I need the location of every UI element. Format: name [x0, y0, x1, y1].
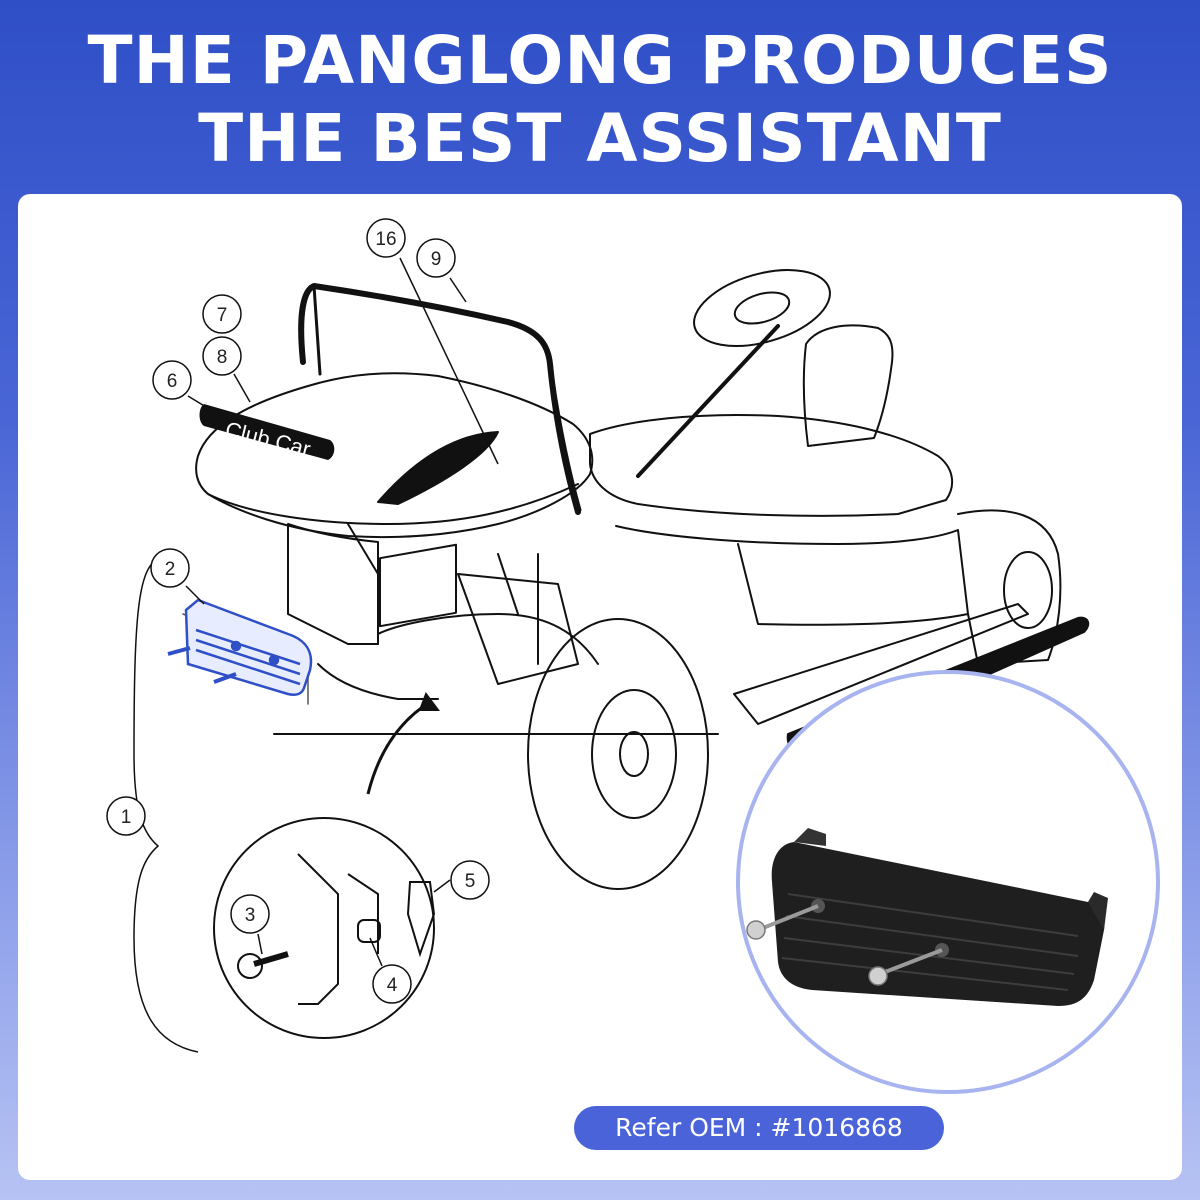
product-photo — [736, 670, 1160, 1094]
callout-number-9: 9 — [431, 249, 442, 270]
callout-circle-1 — [106, 796, 146, 836]
callout-circle-8 — [202, 336, 242, 376]
front-cowl — [195, 372, 594, 539]
callout-leader-8 — [233, 373, 251, 403]
callout-circle-3 — [230, 894, 270, 934]
highlighted-bumper-part — [167, 598, 313, 696]
detail-inset — [213, 691, 440, 1039]
callout-number-6: 6 — [167, 371, 178, 392]
callout-circle-16 — [366, 218, 406, 258]
callout-leader-6 — [187, 395, 225, 419]
callout-number-16: 16 — [375, 229, 396, 250]
callout-circle-4 — [372, 964, 412, 1004]
callout-leader-16 — [399, 257, 499, 465]
diagram-card: Club Car — [18, 194, 1182, 1180]
callout-number-3: 3 — [245, 905, 256, 926]
group-bracket — [133, 557, 199, 1053]
windshield-frame — [298, 283, 581, 515]
seat-back — [802, 324, 894, 447]
callout-leader-3 — [257, 933, 263, 955]
callout-leader-9 — [449, 277, 467, 303]
exploded-parts-diagram: Club Car — [106, 218, 1160, 1094]
headline: THE PANGLONG PRODUCES THE BEST ASSISTANT — [0, 22, 1200, 178]
callout-leader-4 — [369, 937, 383, 967]
headline-line-2: THE BEST ASSISTANT — [198, 100, 1002, 177]
callout-circle-6 — [152, 360, 192, 400]
callout-number-1: 1 — [121, 807, 132, 828]
callout-circle-2 — [150, 548, 190, 588]
front-wheel — [527, 618, 709, 890]
callout-number-2: 2 — [165, 559, 176, 580]
steering-wheel — [693, 269, 831, 347]
callout-number-8: 8 — [217, 347, 228, 368]
oem-reference-badge: Refer OEM : #1016868 — [574, 1106, 944, 1150]
callout-number-7: 7 — [217, 305, 228, 326]
callout-number-4: 4 — [387, 975, 398, 996]
callout-circle-5 — [450, 860, 490, 900]
callout-circle-9 — [416, 238, 456, 278]
brand-plate: Club Car — [199, 404, 335, 462]
steering-column — [636, 324, 780, 478]
seat-cushion — [589, 414, 954, 517]
callout-number-5: 5 — [465, 871, 476, 892]
headline-line-1: THE PANGLONG PRODUCES — [87, 22, 1113, 99]
callout-leader-2 — [185, 585, 205, 605]
callout-leader-5 — [433, 879, 451, 893]
callout-circle-7 — [202, 294, 242, 334]
